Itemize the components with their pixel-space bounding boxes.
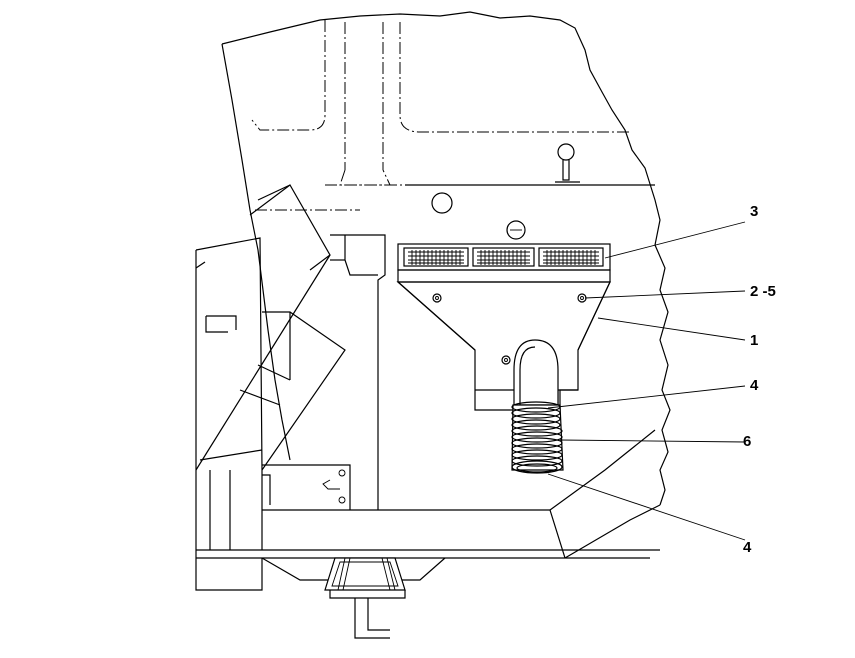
dashboard-panel: [330, 143, 655, 510]
vent-housing: [396, 281, 611, 411]
flexible-hose: [511, 401, 564, 474]
callout-label-3: 3: [750, 203, 759, 220]
elbow-duct: [513, 339, 559, 406]
callout-label-4-upper: 4: [750, 377, 759, 394]
phantom-structure: [251, 20, 655, 211]
callout-label-6: 6: [743, 433, 752, 450]
lower-bracket-block: [262, 464, 550, 511]
louver-grilles: [397, 220, 611, 283]
callout-label-4-lower: 4: [743, 539, 752, 556]
floor-cup: [324, 557, 406, 639]
leader-lines: [547, 221, 746, 541]
floor-rails: [195, 429, 661, 591]
left-console: [195, 184, 346, 550]
callout-label-1: 1: [750, 332, 759, 349]
callout-label-2-5: 2 -5: [750, 283, 776, 300]
